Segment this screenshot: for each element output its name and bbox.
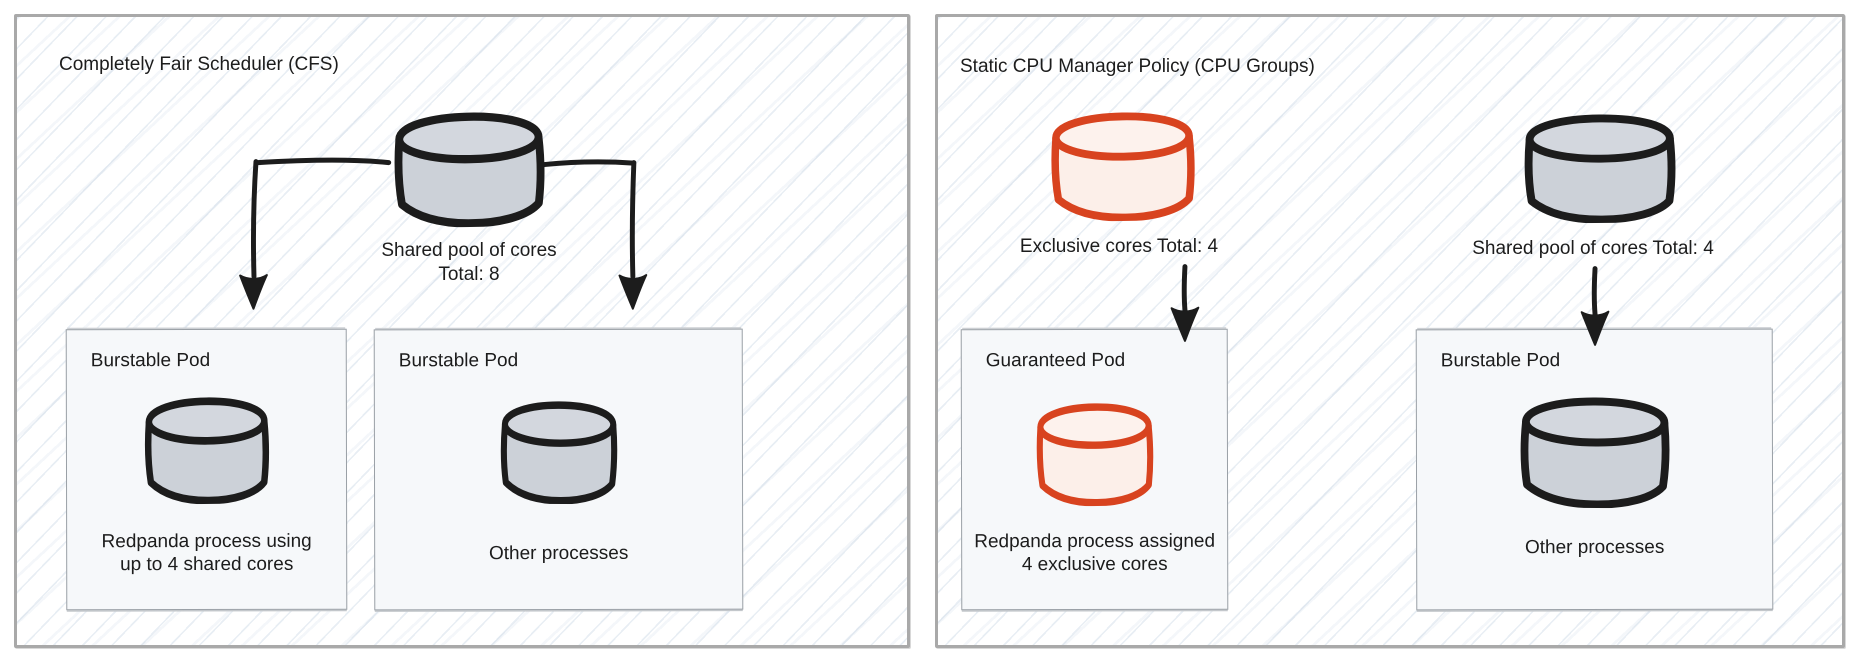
pod-caption: Other processes — [383, 542, 734, 566]
shared-pool-cylinder-icon — [1521, 112, 1680, 224]
pod-caption-line1: Redpanda process assigned — [974, 530, 1216, 553]
pod-caption: Other processes — [1425, 536, 1764, 560]
pod-box-burstable-left-2: Burstable Pod Other processes — [373, 328, 744, 611]
exclusive-cores-cylinder-icon — [1047, 110, 1199, 223]
arrow-shared-vertical — [1591, 266, 1598, 317]
pod-cylinder-icon — [1517, 395, 1674, 509]
pod-box-burstable-left: Burstable Pod Redpanda process using up … — [65, 328, 348, 611]
pod-title: Burstable Pod — [90, 349, 211, 372]
pod-caption: Redpanda process assigned 4 exclusive co… — [970, 530, 1219, 577]
pod-cylinder-icon — [498, 400, 621, 505]
pod-caption-line2: 4 exclusive cores — [1021, 553, 1168, 576]
arrowhead-right — [618, 274, 648, 310]
pod-caption: Redpanda process using up to 4 shared co… — [75, 530, 338, 577]
exclusive-cores-label: Exclusive cores Total: 4 — [1019, 236, 1219, 257]
pod-cylinder-icon — [141, 395, 272, 505]
arrow-left-vertical — [251, 159, 259, 279]
cfs-panel: Completely Fair Scheduler (CFS) Shared p… — [14, 14, 910, 648]
pod-title: Guaranteed Pod — [985, 349, 1126, 372]
pod-caption-line2: up to 4 shared cores — [120, 553, 294, 576]
arrowhead-left — [239, 274, 268, 310]
pod-title: Burstable Pod — [398, 350, 519, 372]
pod-caption-line1: Other processes — [1524, 536, 1665, 559]
shared-pool-cylinder-icon — [390, 110, 549, 229]
arrow-right-vertical — [629, 160, 637, 279]
pool-label-line1: Shared pool of cores — [381, 240, 557, 261]
arrow-left-horizontal — [255, 157, 392, 166]
pod-title: Burstable Pod — [1440, 350, 1561, 372]
pod-box-burstable-right: Burstable Pod Other processes — [1415, 328, 1774, 611]
shared-pool-label: Shared pool of cores Total: 4 — [1472, 238, 1714, 259]
pod-box-guaranteed: Guaranteed Pod Redpanda process assigned… — [960, 328, 1229, 611]
pool-label-line2: Total: 8 — [438, 264, 500, 285]
pool-label: Shared pool of cores Total: 8 — [319, 239, 619, 287]
pod-caption-line1: Other processes — [488, 542, 629, 565]
pod-caption-line1: Redpanda process using — [101, 530, 312, 553]
pod-cylinder-icon — [1033, 401, 1157, 507]
panel-title: Static CPU Manager Policy (CPU Groups) — [960, 56, 1315, 77]
static-policy-panel: Static CPU Manager Policy (CPU Groups) E… — [935, 14, 1845, 648]
arrow-right-horizontal — [541, 159, 636, 168]
panel-title: Completely Fair Scheduler (CFS) — [59, 54, 339, 75]
arrow-exclusive-vertical — [1181, 264, 1188, 313]
